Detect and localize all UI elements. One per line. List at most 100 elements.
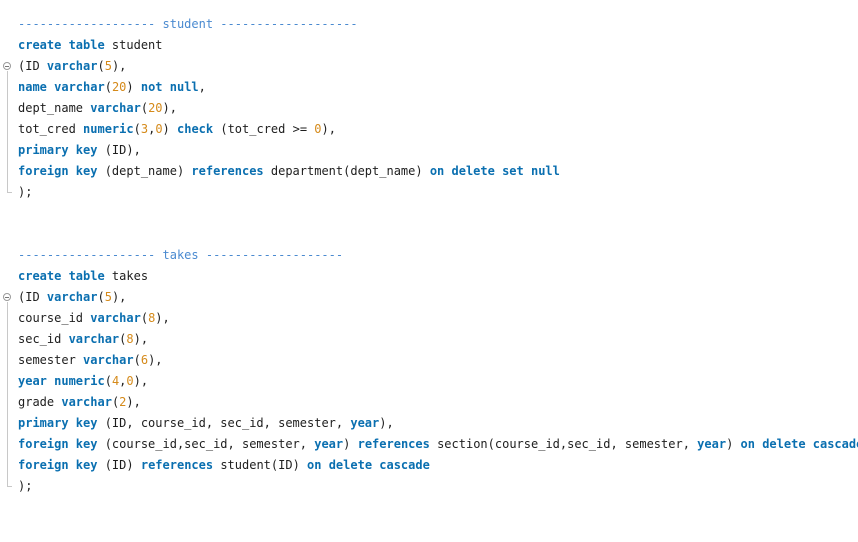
sql-text: ) xyxy=(726,437,741,451)
sql-keyword: varchar xyxy=(46,290,98,304)
sql-text: (course_id,sec_id, semester, xyxy=(97,437,315,451)
sql-number: 4 xyxy=(111,374,120,388)
sql-text: student(ID) xyxy=(213,458,308,472)
sql-keyword: varchar xyxy=(61,395,112,409)
sql-number: 5 xyxy=(104,290,112,304)
sql-number: 20 xyxy=(111,80,127,94)
sql-text: dept_name xyxy=(18,101,91,115)
sql-text: ( xyxy=(140,101,149,115)
sql-text: (ID), xyxy=(97,143,141,157)
code-line[interactable]: dept_name varchar(20), xyxy=(18,98,177,119)
sql-number: 8 xyxy=(126,332,134,346)
sql-text: ); xyxy=(18,185,33,199)
sql-keyword: year xyxy=(350,416,380,430)
sql-text: ( xyxy=(119,332,127,346)
sql-keyword: on delete cascade xyxy=(307,458,430,472)
sql-text: department(dept_name) xyxy=(263,164,430,178)
sql-text: (ID xyxy=(18,59,47,73)
sql-number: 6 xyxy=(140,353,149,367)
code-line[interactable]: course_id varchar(8), xyxy=(18,308,170,329)
sql-text: (tot_cred >= xyxy=(213,122,315,136)
sql-number: 8 xyxy=(148,311,156,325)
sql-text: , xyxy=(198,80,206,94)
sql-text: ), xyxy=(155,311,170,325)
sql-keyword: name varchar xyxy=(18,80,105,94)
code-line[interactable]: name varchar(20) not null, xyxy=(18,77,206,98)
sql-keyword: foreign key xyxy=(18,458,98,472)
sql-keyword: numeric xyxy=(83,122,134,136)
sql-text: ( xyxy=(97,59,105,73)
sql-keyword: varchar xyxy=(46,59,98,73)
sql-text: ), xyxy=(133,374,149,388)
sql-number: 5 xyxy=(104,59,112,73)
sql-number: 0 xyxy=(126,374,134,388)
sql-keyword: varchar xyxy=(83,353,134,367)
code-line[interactable]: foreign key (course_id,sec_id, semester,… xyxy=(18,434,858,455)
sql-text: ( xyxy=(111,395,120,409)
sql-keyword: references xyxy=(357,437,430,451)
sql-keyword: varchar xyxy=(90,311,141,325)
sql-text: student xyxy=(104,38,163,52)
sql-text: (dept_name) xyxy=(97,164,192,178)
sql-text: (ID) xyxy=(97,458,141,472)
sql-keyword: create table xyxy=(18,269,105,283)
sql-text: grade xyxy=(18,395,62,409)
sql-number: 0 xyxy=(314,122,322,136)
sql-number: 2 xyxy=(119,395,127,409)
sql-text: ( xyxy=(97,290,105,304)
code-line[interactable]: (ID varchar(5), xyxy=(18,287,126,308)
sql-text: ), xyxy=(148,353,163,367)
sql-keyword: year xyxy=(314,437,344,451)
sql-text: , xyxy=(148,122,156,136)
sql-text: ) xyxy=(126,80,141,94)
sql-text: ( xyxy=(133,122,141,136)
code-line[interactable]: primary key (ID, course_id, sec_id, seme… xyxy=(18,413,394,434)
sql-text: section(course_id,sec_id, semester, xyxy=(429,437,698,451)
fold-guide-line xyxy=(7,71,8,192)
sql-text: ), xyxy=(321,122,336,136)
sql-keyword: foreign key xyxy=(18,164,98,178)
section-divider-comment: ------------------- takes --------------… xyxy=(18,248,344,262)
fold-toggle-icon[interactable] xyxy=(3,62,11,70)
section-divider-comment: ------------------- student ------------… xyxy=(18,17,358,31)
sql-keyword: year numeric xyxy=(18,374,105,388)
sql-text: ), xyxy=(111,59,127,73)
sql-text: ); xyxy=(18,479,33,493)
sql-text: ) xyxy=(162,122,177,136)
sql-text: ), xyxy=(126,395,141,409)
sql-text: takes xyxy=(104,269,149,283)
code-line[interactable]: primary key (ID), xyxy=(18,140,141,161)
code-line[interactable]: ); xyxy=(18,182,32,203)
sql-text: ) xyxy=(343,437,358,451)
sql-text: ), xyxy=(379,416,394,430)
code-line[interactable]: grade varchar(2), xyxy=(18,392,141,413)
sql-text: ( xyxy=(104,374,112,388)
code-line[interactable]: create table takes xyxy=(18,266,148,287)
sql-text: ( xyxy=(140,311,149,325)
fold-toggle-icon[interactable] xyxy=(3,293,11,301)
code-line[interactable]: year numeric(4,0), xyxy=(18,371,148,392)
sql-text: ), xyxy=(133,332,149,346)
code-line[interactable]: create table student xyxy=(18,35,163,56)
code-line[interactable]: ); xyxy=(18,476,32,497)
sql-keyword: year xyxy=(697,437,727,451)
sql-keyword: not null xyxy=(140,80,199,94)
code-line[interactable]: foreign key (dept_name) references depar… xyxy=(18,161,560,182)
sql-text: ( xyxy=(104,80,112,94)
code-line[interactable]: tot_cred numeric(3,0) check (tot_cred >=… xyxy=(18,119,336,140)
sql-keyword: foreign key xyxy=(18,437,98,451)
fold-guide-end xyxy=(7,486,12,487)
sql-text: sec_id xyxy=(18,332,69,346)
sql-text: course_id xyxy=(18,311,91,325)
code-line[interactable]: foreign key (ID) references student(ID) … xyxy=(18,455,430,476)
sql-keyword: check xyxy=(177,122,214,136)
code-line[interactable]: (ID varchar(5), xyxy=(18,56,126,77)
code-line[interactable]: semester varchar(6), xyxy=(18,350,163,371)
sql-number: 3 xyxy=(140,122,149,136)
sql-number: 0 xyxy=(155,122,163,136)
fold-guide-line xyxy=(7,302,8,486)
code-line[interactable]: sec_id varchar(8), xyxy=(18,329,148,350)
sql-keyword: references xyxy=(140,458,214,472)
sql-keyword: varchar xyxy=(90,101,141,115)
